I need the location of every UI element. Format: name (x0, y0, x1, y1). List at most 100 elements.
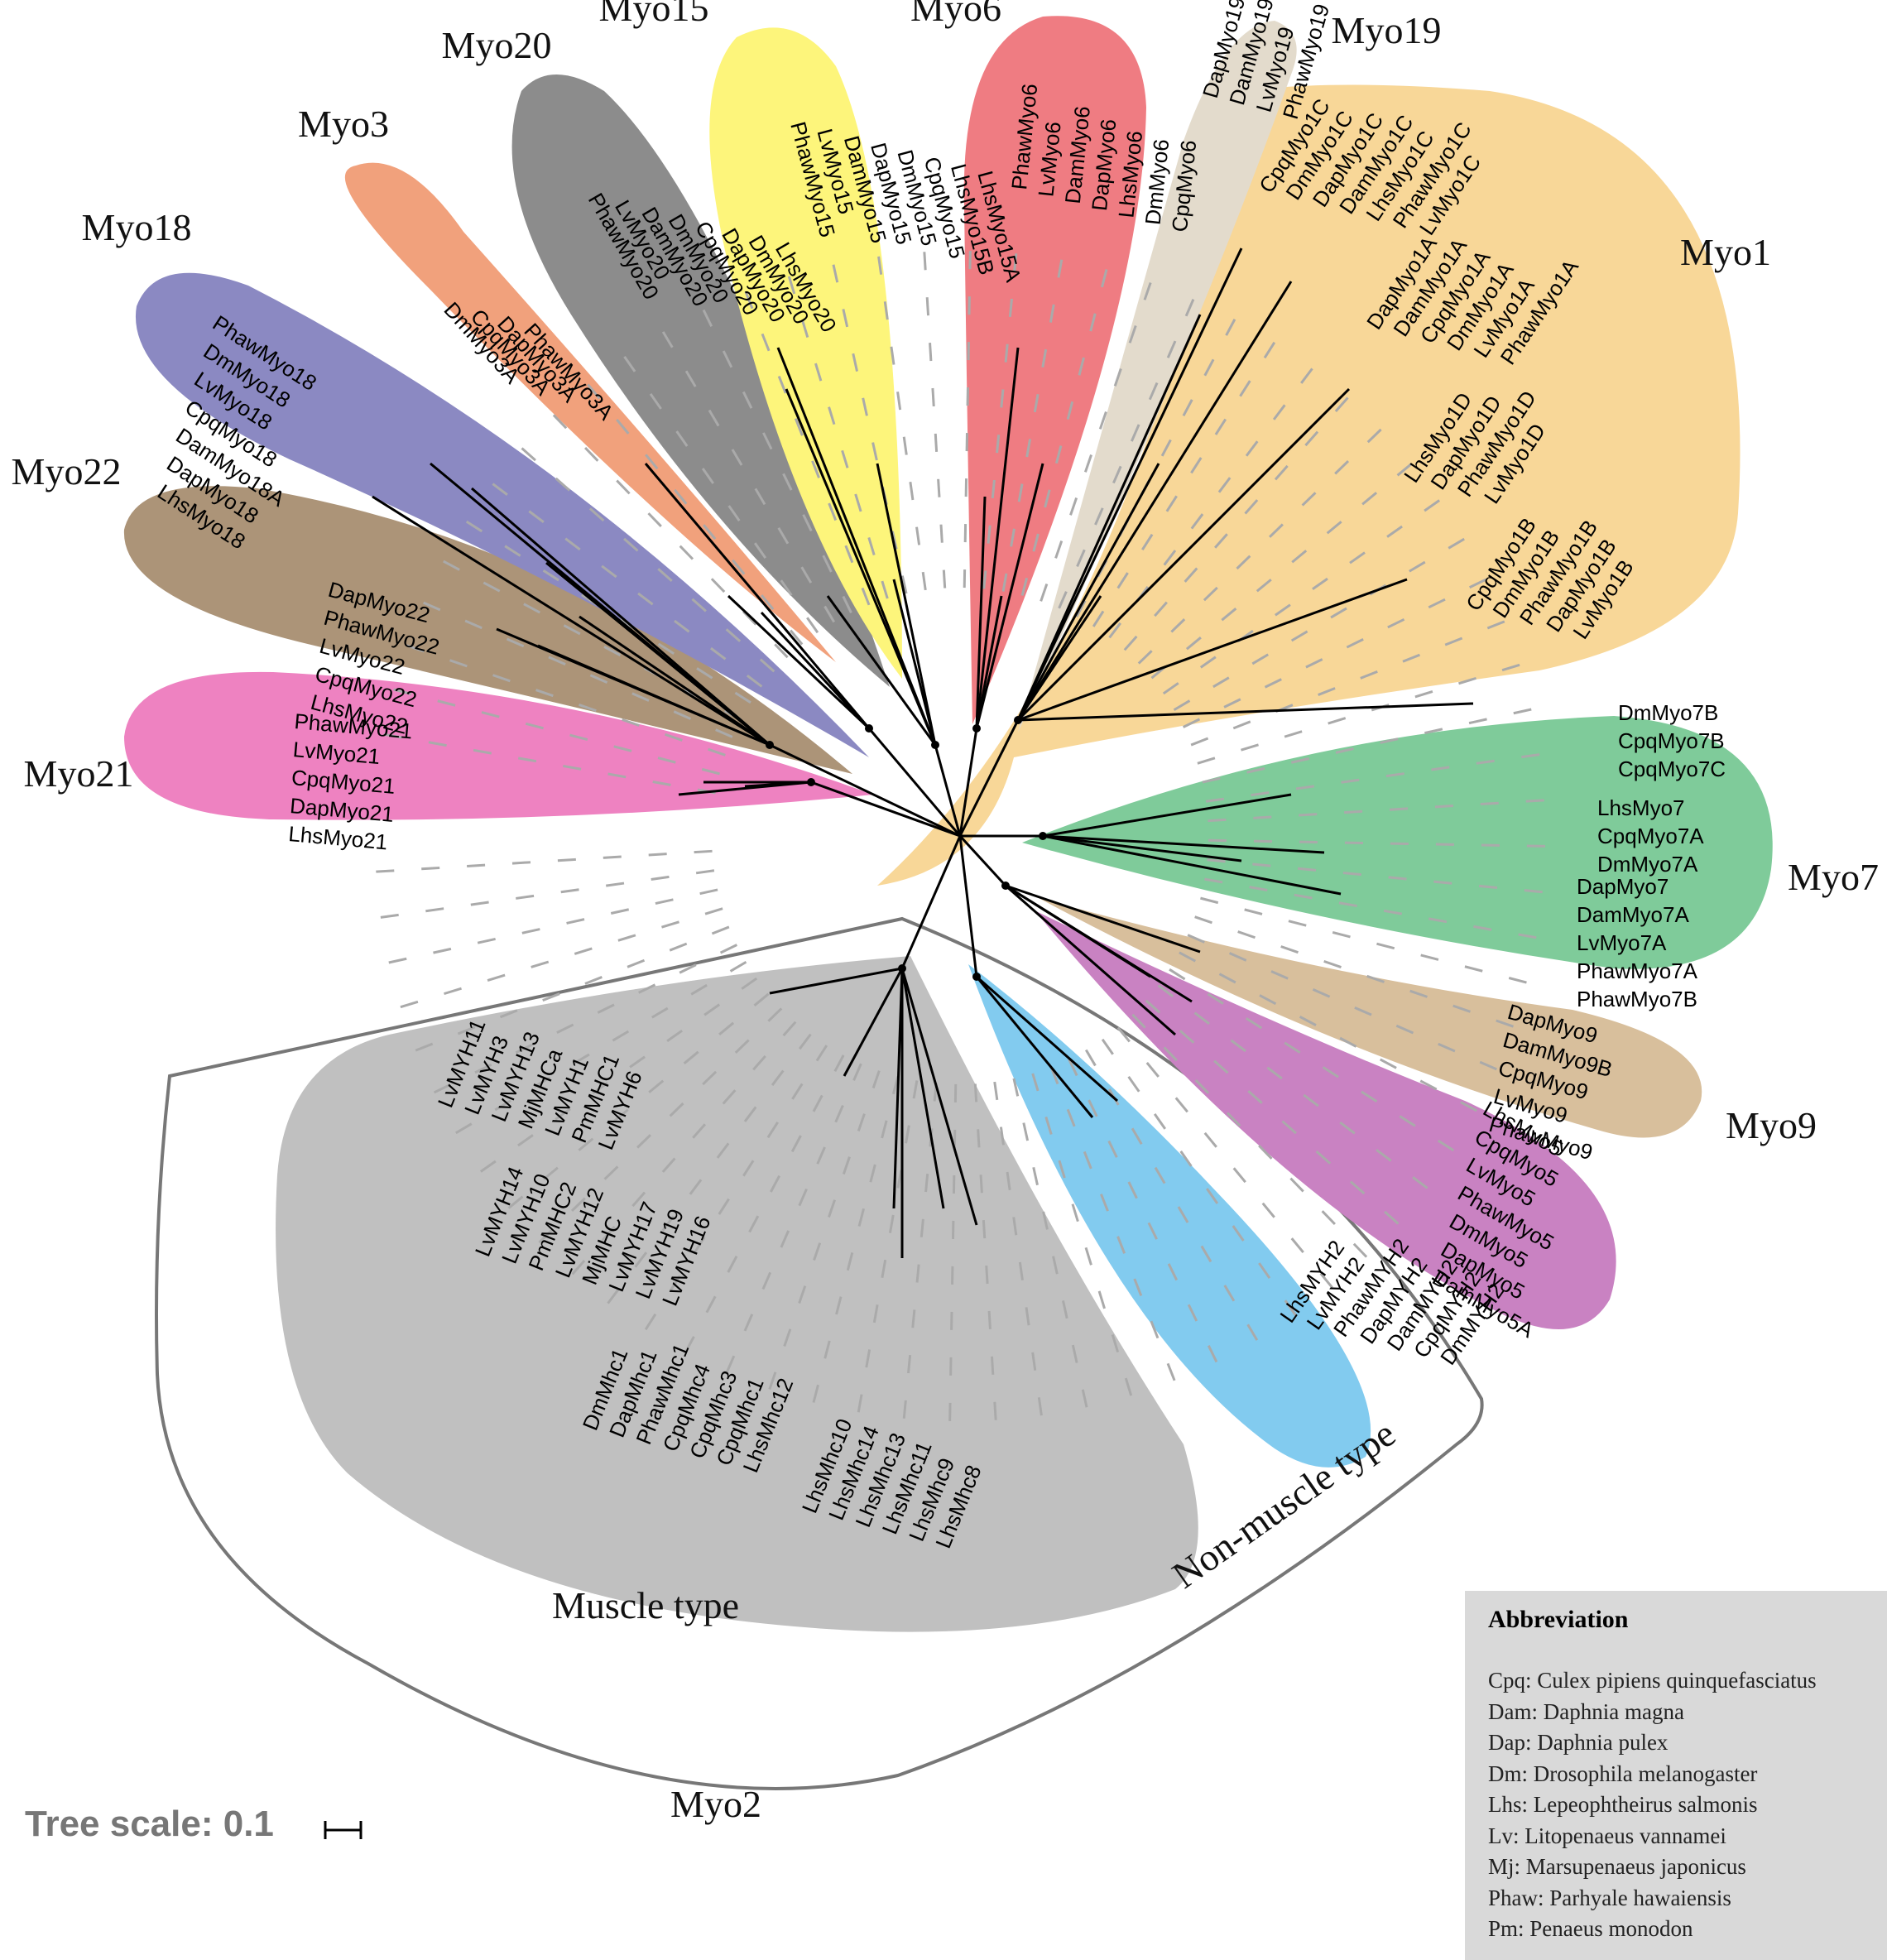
dash-guide (865, 1349, 871, 1368)
dash-guide (1328, 717, 1347, 725)
abbreviation-legend: Abbreviation Cpq: Culex pipiens quinquef… (1465, 1591, 1887, 1960)
abbreviation-item: Mj: Marsupenaeus japonicus (1488, 1854, 1746, 1879)
dash-guide (1116, 572, 1129, 589)
dash-guide (854, 493, 862, 512)
dash-guide (1464, 965, 1483, 973)
dash-guide (1097, 1290, 1106, 1309)
dash-guide (603, 1165, 619, 1180)
dash-guide (1111, 1334, 1120, 1352)
leaf-label: DapMyo7 (1577, 874, 1669, 899)
dash-guide (787, 276, 796, 295)
leaf-label: PhawMyo7B (1577, 987, 1697, 1011)
dash-guide (1217, 477, 1232, 493)
tree-branch (1017, 578, 1408, 722)
dash-guide (603, 855, 622, 859)
dash-guide (675, 430, 689, 447)
dash-guide (1187, 1304, 1198, 1322)
dash-guide (1428, 917, 1448, 924)
dash-guide (651, 875, 670, 881)
dash-guide (699, 888, 718, 896)
dash-guide (1452, 1004, 1471, 1013)
dash-guide (1202, 776, 1221, 784)
dash-guide (1143, 282, 1152, 300)
dash-guide (592, 1082, 608, 1095)
dash-guide (1460, 1101, 1477, 1112)
dash-guide (1137, 650, 1153, 665)
dash-guide (833, 1054, 845, 1073)
dash-guide (1479, 1060, 1497, 1071)
dash-guide (1501, 663, 1520, 672)
dash-guide (1361, 1090, 1378, 1103)
dash-guide (857, 1394, 863, 1413)
dash-guide (798, 1285, 807, 1304)
dash-guide (722, 350, 733, 368)
leaf-label: LvMyo7A (1577, 930, 1667, 955)
dash-guide (661, 331, 674, 348)
dash-guide (1193, 1011, 1210, 1026)
dash-guide (564, 537, 581, 551)
dash-guide (483, 581, 501, 593)
dash-guide (531, 960, 550, 968)
dash-guide (634, 1251, 648, 1268)
dash-guide (1022, 1122, 1030, 1141)
dash-guide (693, 1237, 706, 1254)
dash-guide (1124, 1377, 1133, 1396)
dash-guide (1420, 954, 1439, 961)
dash-guide (470, 901, 489, 906)
tree-branch (976, 975, 1118, 1102)
dash-guide (574, 947, 593, 955)
dash-guide (669, 942, 688, 952)
dash-guide (1127, 1075, 1140, 1093)
dash-guide (1225, 319, 1236, 336)
tree-branch (826, 595, 937, 746)
dash-guide (1166, 340, 1177, 358)
dash-guide (1261, 1202, 1275, 1218)
dash-guide (1101, 269, 1108, 288)
dash-guide (794, 418, 804, 436)
dash-guide (1352, 1242, 1368, 1258)
dash-guide (661, 920, 679, 929)
dash-guide (1288, 920, 1307, 927)
dash-guide (799, 1033, 812, 1050)
dash-guide (674, 619, 690, 633)
dash-guide (1116, 1236, 1126, 1254)
dash-guide (507, 1195, 524, 1209)
dash-guide (521, 447, 536, 462)
dash-guide (1349, 551, 1366, 564)
dash-guide (783, 1328, 792, 1347)
dash-guide (1280, 945, 1299, 954)
tree-branch (1016, 247, 1243, 721)
tree-branch (1017, 702, 1474, 722)
dash-guide (521, 928, 540, 934)
dash-guide (638, 983, 656, 994)
clade-label-myo20: Myo20 (442, 24, 552, 66)
clade-label-myo19: Myo19 (1332, 9, 1442, 51)
branches-layer (372, 247, 1474, 1258)
dash-guide (823, 1340, 831, 1359)
dash-guide (1031, 1352, 1037, 1371)
dash-guide (766, 1121, 779, 1139)
dash-guide (1513, 708, 1532, 715)
dash-guide (1200, 1245, 1212, 1263)
dash-guide (800, 319, 809, 338)
dash-guide (703, 524, 717, 540)
dash-guide (1379, 1058, 1397, 1069)
dash-guide (1130, 424, 1140, 442)
dash-guide (924, 1173, 929, 1193)
dash-guide (725, 1355, 736, 1373)
dash-guide (771, 1069, 785, 1086)
dash-guide (1295, 785, 1315, 790)
dash-guide (909, 481, 915, 501)
dash-guide (708, 747, 726, 757)
dash-guide (1312, 988, 1331, 998)
dash-guide (1396, 463, 1413, 477)
dash-guide (1270, 970, 1289, 980)
dash-guide (1131, 1127, 1143, 1145)
dash-guide (1004, 343, 1009, 363)
dash-guide (925, 297, 930, 316)
dash-guide (1101, 1038, 1114, 1055)
dash-guide (1173, 699, 1191, 712)
dash-guide (542, 569, 559, 582)
dash-guide (1252, 862, 1271, 867)
